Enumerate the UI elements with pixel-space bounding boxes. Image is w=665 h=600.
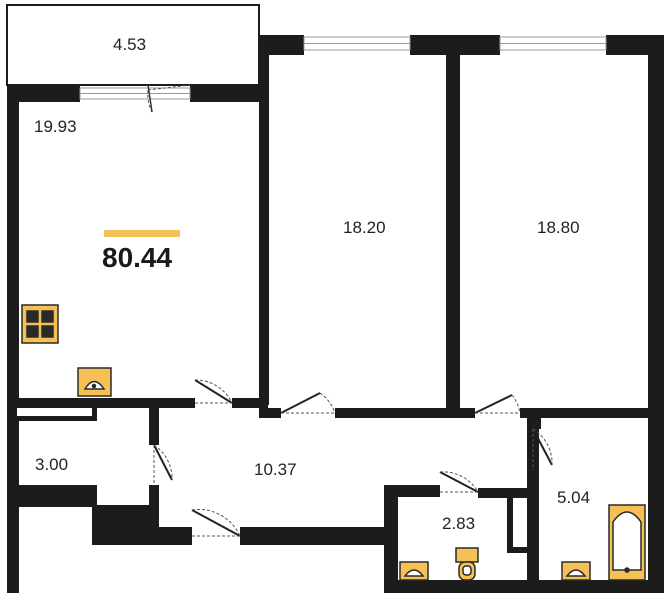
wall-storage-bottom bbox=[7, 485, 97, 507]
wall-lower-bottom bbox=[384, 580, 664, 593]
wc-washbasin-icon bbox=[399, 561, 429, 581]
room-area-storage: 3.00 bbox=[35, 455, 69, 474]
bath-washbasin-icon bbox=[561, 561, 591, 581]
room-area-bedroom-2: 18.80 bbox=[537, 218, 580, 237]
wall-bedroom1-top-right bbox=[410, 35, 500, 55]
wall-living-bottom-right bbox=[232, 398, 268, 408]
toilet-icon bbox=[455, 547, 479, 581]
wall-bedroom1-top-left bbox=[259, 35, 304, 55]
total-area-accent-bar bbox=[104, 230, 180, 237]
door-bathroom bbox=[532, 428, 553, 466]
room-area-balcony: 4.53 bbox=[113, 35, 147, 54]
windows bbox=[79, 36, 607, 100]
wall-wc-left bbox=[384, 485, 398, 593]
walls bbox=[6, 4, 664, 593]
wall-living-top-right bbox=[190, 85, 265, 102]
doors bbox=[147, 84, 553, 537]
shaft bbox=[507, 492, 533, 553]
kitchen-sink-icon bbox=[77, 367, 112, 397]
wall-bedroom2-bottom-right bbox=[520, 408, 650, 418]
total-area: 80.44 bbox=[102, 242, 173, 273]
room-area-hallway: 10.37 bbox=[254, 460, 297, 479]
wall-living-top-left bbox=[7, 85, 80, 102]
room-area-wc: 2.83 bbox=[442, 514, 476, 533]
wall-bedroom1-bottom-right bbox=[335, 408, 475, 418]
wall-hallway-bottom bbox=[92, 527, 192, 545]
wall-storage-inner bbox=[17, 408, 92, 416]
wall-bedroom1-bedroom2 bbox=[446, 55, 460, 410]
wall-right-exterior bbox=[648, 35, 664, 593]
wall-storage-hallway-top bbox=[149, 405, 159, 445]
wall-hallway-bottom-right bbox=[240, 527, 390, 545]
wall-wc-top-left bbox=[384, 485, 440, 497]
door-living bbox=[194, 379, 233, 404]
wall-bedroom1-bottom-left bbox=[259, 408, 281, 418]
stove-icon bbox=[21, 304, 59, 344]
bathtub-icon bbox=[608, 504, 646, 581]
room-area-living-kitchen: 19.93 bbox=[34, 117, 77, 136]
wall-living-bottom-left bbox=[7, 398, 195, 408]
door-storage bbox=[153, 444, 173, 481]
door-bedroom1 bbox=[280, 392, 321, 414]
door-entrance bbox=[191, 509, 241, 537]
door-bedroom2 bbox=[474, 394, 513, 414]
wall-wc-top-right bbox=[478, 488, 530, 498]
wall-living-bedroom1 bbox=[259, 35, 269, 405]
fixtures bbox=[21, 304, 646, 581]
room-area-bathroom: 5.04 bbox=[557, 488, 591, 507]
wall-left-exterior bbox=[7, 85, 19, 593]
door-wc bbox=[439, 471, 479, 493]
room-area-bedroom-1: 18.20 bbox=[343, 218, 386, 237]
wall-bath-top-left bbox=[527, 415, 541, 429]
